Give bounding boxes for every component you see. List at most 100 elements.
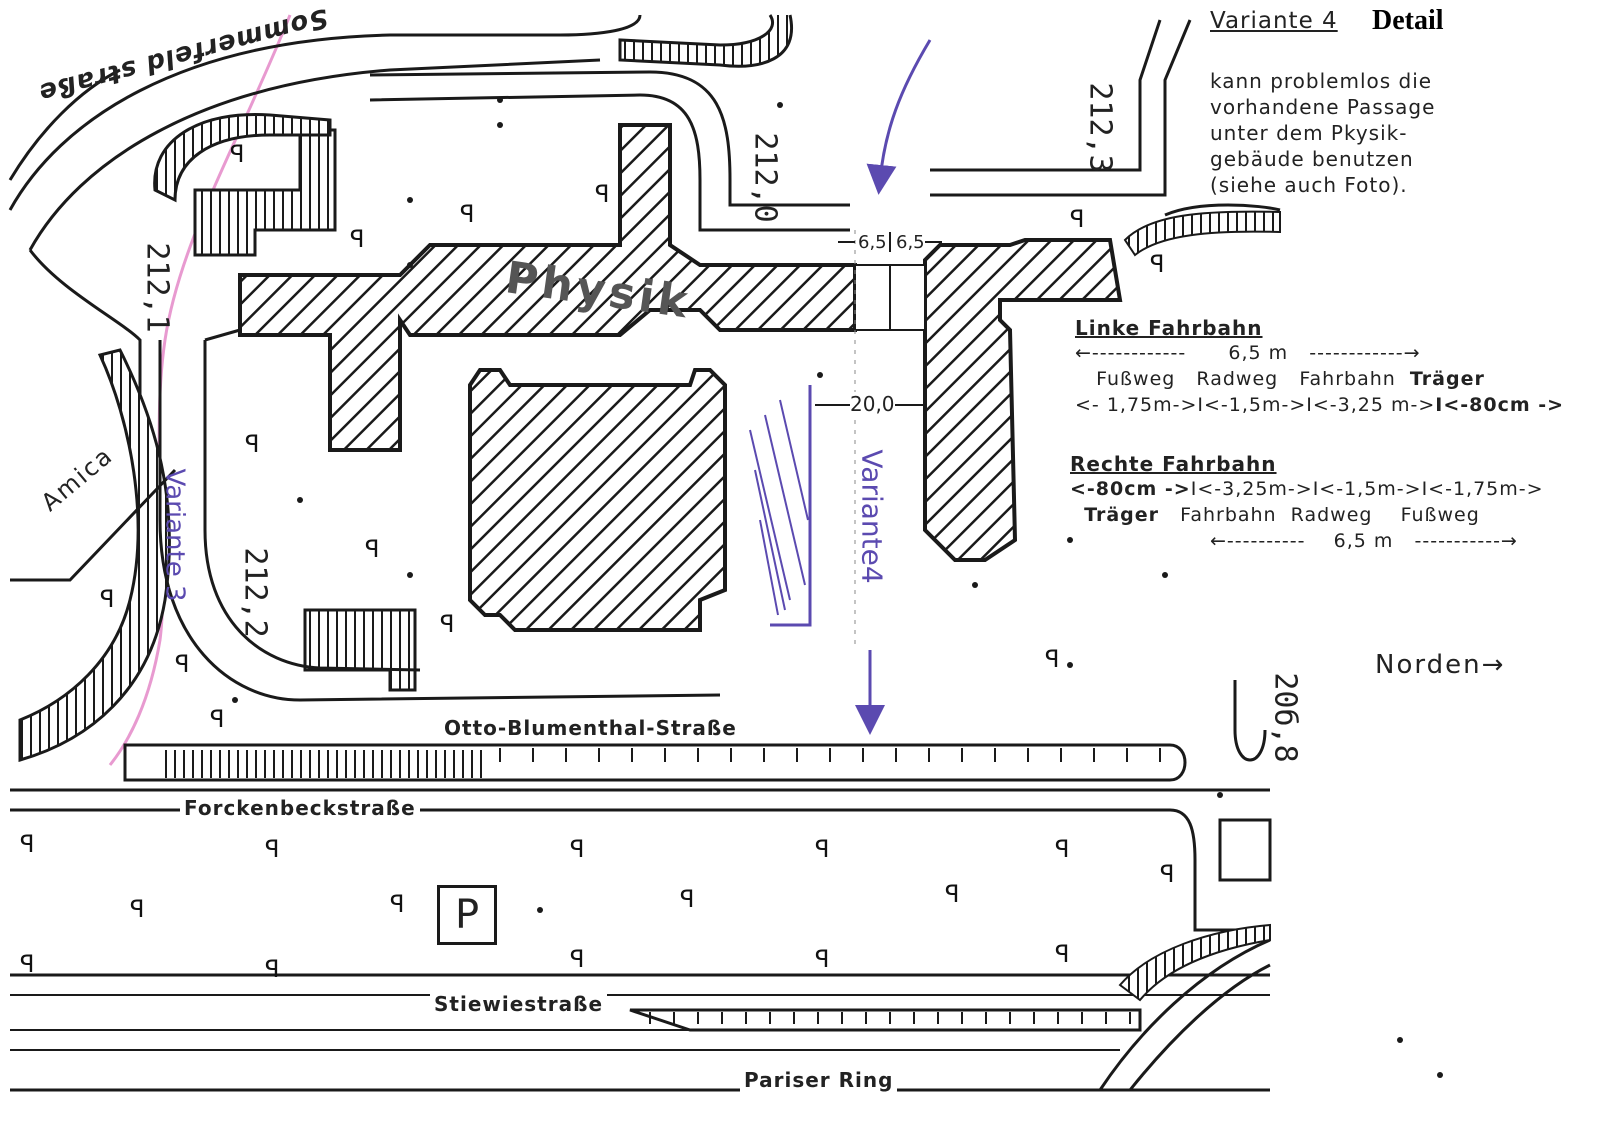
survey-dot	[1067, 662, 1073, 668]
parking-glyph: P	[230, 140, 245, 168]
parking-glyph: P	[1055, 940, 1070, 968]
amica-road	[10, 468, 177, 582]
sommerfeld-road-west	[8, 68, 121, 181]
height-212-3: 212,3	[1082, 82, 1118, 173]
survey-dot	[497, 97, 503, 103]
legend-left-parts-row: Fußweg Radweg Fahrbahn Träger	[1075, 366, 1564, 392]
parking-glyph: P	[1070, 205, 1085, 233]
parking-glyph: P	[1150, 250, 1165, 278]
sommerfeld-road-outer	[8, 14, 642, 211]
survey-dot	[972, 582, 978, 588]
variante4-label: Variante4	[855, 449, 889, 584]
se-ramp-road-2	[1128, 963, 1271, 1091]
parking-glyph: P	[595, 180, 610, 208]
survey-dot	[1217, 792, 1223, 798]
legend-left-dims-row: <- 1,75m->I<-1,5m->I<-3,25 m->I<-80cm ->	[1075, 392, 1564, 418]
parking-glyph: P	[265, 955, 280, 983]
survey-dot	[1162, 572, 1168, 578]
parking-glyph: P	[1045, 645, 1060, 673]
legend-right-title: Rechte Fahrbahn	[1070, 452, 1277, 476]
se-ramp-road	[1098, 938, 1271, 1091]
parking-glyph: P	[245, 430, 260, 458]
survey-dot	[777, 102, 783, 108]
variante4-hatch-lines	[749, 399, 809, 616]
northeast-road	[1164, 203, 1281, 217]
north-indicator: Norden→	[1375, 650, 1506, 680]
note-line: unter dem Pkysik-	[1210, 121, 1408, 145]
note-line: (siehe auch Foto).	[1210, 173, 1408, 197]
height-212-2: 212,2	[237, 547, 273, 638]
ne-right-road	[1233, 680, 1267, 762]
north-road	[930, 19, 1162, 172]
survey-dot	[407, 262, 413, 268]
parking-glyph: P	[680, 885, 695, 913]
parking-glyph: P	[815, 835, 830, 863]
detail-label: Detail	[1372, 5, 1444, 36]
parking-glyph: P	[390, 890, 405, 918]
parking-glyph: P	[945, 880, 960, 908]
amica-slope	[18, 348, 171, 762]
height-212-1: 212,1	[139, 242, 175, 333]
legend-right-lane: Rechte Fahrbahn <-80cm ->I<-3,25m->I<-1,…	[1070, 452, 1544, 554]
note-line: gebäude benutzen	[1210, 147, 1414, 171]
variante4-arrow-north	[866, 39, 932, 195]
survey-dot	[297, 497, 303, 503]
survey-dot	[1067, 537, 1073, 543]
legend-left-width: ←------------ 6,5 m ------------→	[1075, 342, 1421, 364]
west-main-road-inner	[203, 340, 421, 672]
parking-glyph: P	[265, 835, 280, 863]
dim-passage-width: 20,0	[850, 392, 895, 416]
big-parking-lot	[10, 808, 1270, 932]
stiewie-parking-strip	[629, 1008, 1142, 1032]
inner-loop-road	[369, 93, 850, 232]
parking-glyph: P	[100, 585, 115, 613]
legend-right-parts-row: Träger Fahrbahn Radweg Fußweg	[1070, 502, 1544, 528]
dim-right-lane: 6,5	[896, 232, 925, 253]
survey-dot	[537, 907, 543, 913]
ne-parking-box	[1218, 818, 1272, 882]
height-206-8: 20б,8	[1267, 672, 1303, 763]
note-line: kann problemlos die	[1210, 69, 1433, 93]
survey-dot	[1437, 1072, 1443, 1078]
physik-building	[238, 123, 857, 452]
parking-glyph: P	[130, 895, 145, 923]
street-forckenbeck: Forckenbeckstraße	[180, 796, 420, 820]
variant-title: Variante 4	[1210, 8, 1338, 34]
inner-loop-road-2	[369, 70, 850, 207]
passage-note: kann problemlos die vorhandene Passage u…	[1210, 68, 1435, 198]
otto-parking-ticks	[499, 748, 1161, 762]
central-building	[468, 368, 727, 632]
dim-left-lane: 6,5	[858, 232, 887, 253]
parking-glyph: P	[440, 610, 455, 638]
parking-glyph: P	[460, 200, 475, 228]
legend-right-dims-row: <-80cm ->I<-3,25m->I<-1,5m->I<-1,75m->	[1070, 476, 1544, 502]
ne-slope	[1123, 210, 1281, 257]
se-slope	[1118, 923, 1271, 1002]
parking-glyph: P	[350, 225, 365, 253]
parking-glyph: P	[365, 535, 380, 563]
otto-parking-strip	[123, 743, 1187, 782]
legend-right-width: ←---------- 6,5 m -----------→	[1210, 530, 1518, 552]
physik-east-wing	[923, 238, 1123, 562]
variante3-label: Variante 3	[159, 468, 190, 602]
survey-dot	[817, 372, 823, 378]
stiewie-parking-ticks	[649, 1012, 1131, 1024]
survey-dot	[407, 572, 413, 578]
survey-dot	[1397, 1037, 1403, 1043]
otto-stripe-block	[165, 750, 485, 778]
left-edge-road	[28, 249, 142, 420]
parking-glyph: P	[1160, 860, 1175, 888]
survey-dot	[232, 697, 238, 703]
legend-left-traeger: Träger	[1409, 368, 1485, 390]
variante4-hatch-strip	[770, 385, 812, 627]
legend-left-parts: Fußweg Radweg Fahrbahn	[1096, 368, 1396, 390]
west-stripe-building	[193, 128, 337, 257]
parking-glyph: P	[1055, 835, 1070, 863]
survey-dot	[407, 197, 413, 203]
parking-glyph: P	[570, 945, 585, 973]
street-otto-blumenthal: Otto-Blumenthal-Straße	[440, 716, 741, 740]
top-curve-structure	[618, 14, 793, 68]
street-pariser-ring: Pariser Ring	[740, 1068, 898, 1092]
south-stripe-building	[303, 608, 417, 692]
